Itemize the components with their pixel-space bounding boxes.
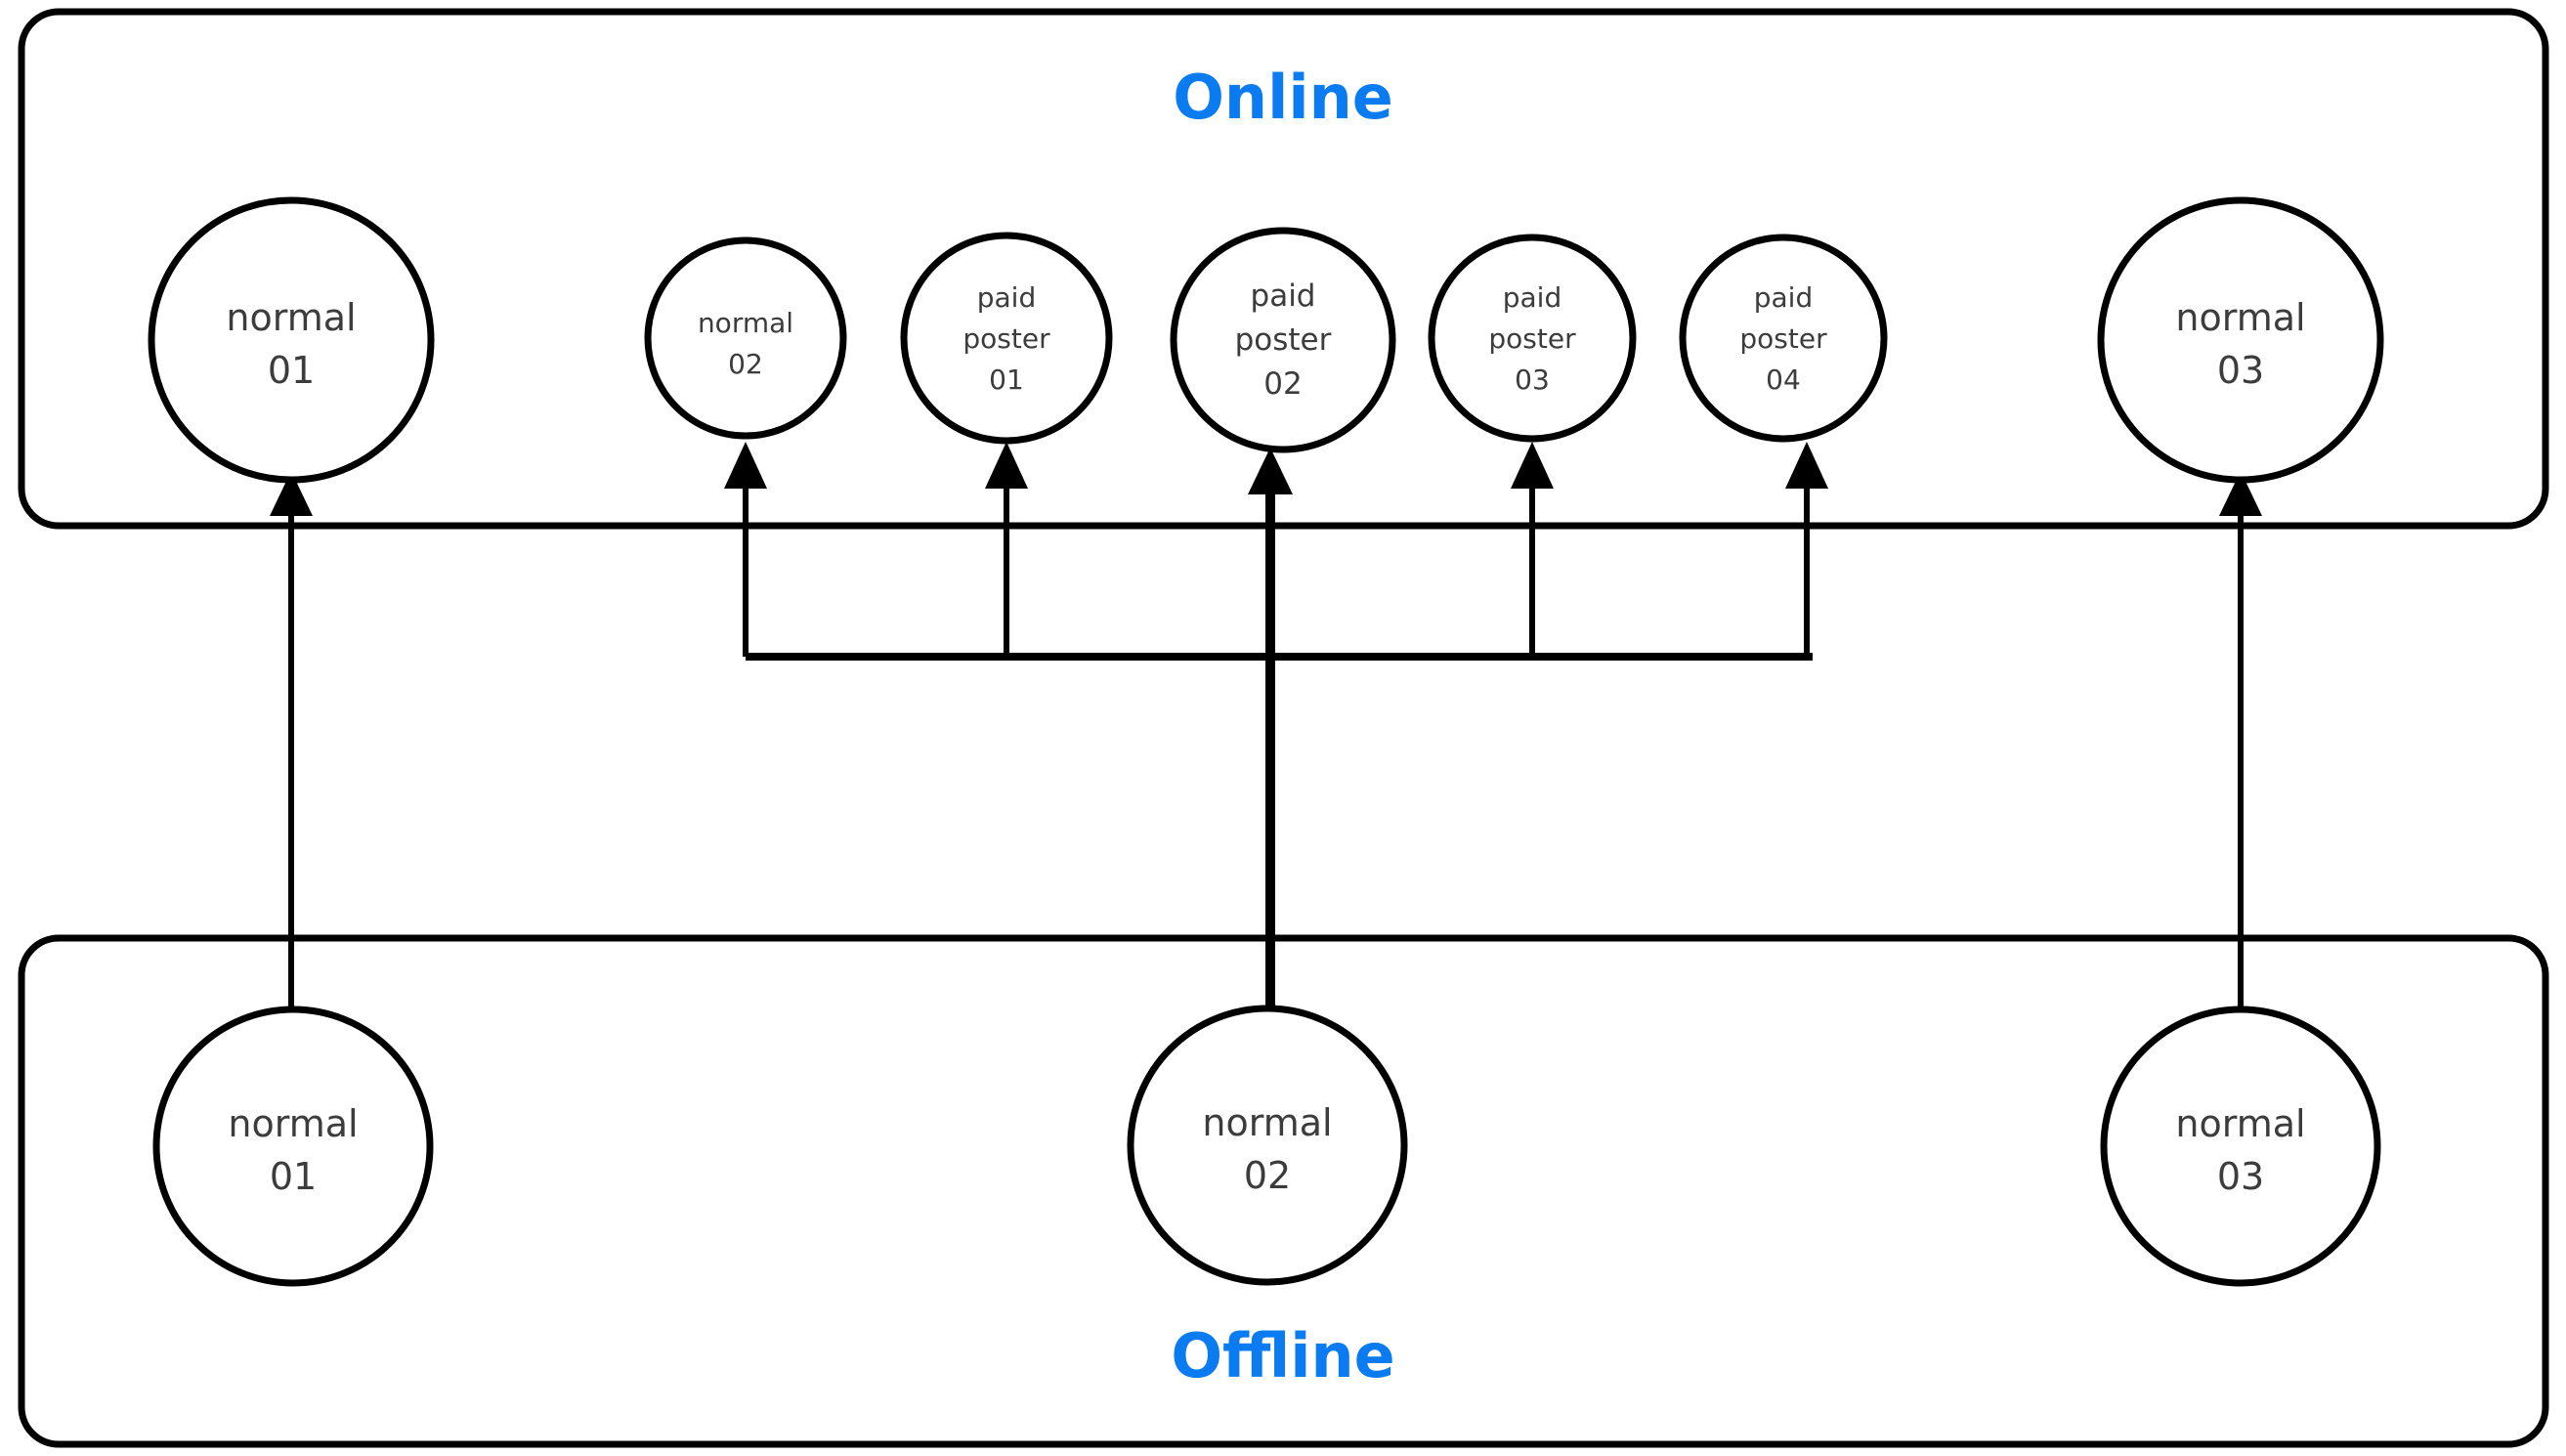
edge-layer xyxy=(270,442,2262,1009)
node-circle[interactable] xyxy=(2100,1006,2381,1287)
node-online-paid-poster-02[interactable]: paid poster 02 xyxy=(1170,227,1396,453)
node-label-line-2: 01 xyxy=(270,1155,317,1198)
node-circle[interactable] xyxy=(148,196,435,484)
node-circle[interactable] xyxy=(1127,1005,1408,1286)
node-circle[interactable] xyxy=(1170,227,1396,453)
offline-node-layer: normal 01 normal 02 normal 03 xyxy=(152,1005,2381,1287)
node-label-line-2: poster xyxy=(1488,322,1576,355)
arrow-head-icon xyxy=(270,471,313,516)
node-online-paid-poster-01[interactable]: paid poster 01 xyxy=(900,232,1113,445)
node-offline-normal-02[interactable]: normal 02 xyxy=(1127,1005,1408,1286)
node-label-line-2: 01 xyxy=(268,349,315,392)
arrow-head-icon xyxy=(1785,442,1828,489)
node-label-line-2: poster xyxy=(1235,322,1332,358)
node-online-paid-poster-04[interactable]: paid poster 04 xyxy=(1679,234,1888,443)
offline-group-title: Offline xyxy=(1171,1320,1394,1392)
node-label-line-1: normal xyxy=(228,1102,358,1145)
node-online-normal-02[interactable]: normal 02 xyxy=(644,236,847,440)
arrow-head-icon xyxy=(724,442,767,489)
arrow-head-icon xyxy=(985,442,1028,489)
node-label-line-2: poster xyxy=(1739,322,1827,355)
node-online-paid-poster-03[interactable]: paid poster 03 xyxy=(1428,234,1637,443)
node-online-normal-01[interactable]: normal 01 xyxy=(148,196,435,484)
node-label-line-3: 03 xyxy=(1515,364,1550,396)
node-circle[interactable] xyxy=(900,232,1113,445)
node-label-line-1: paid xyxy=(1503,281,1561,314)
node-label-line-2: 02 xyxy=(728,348,763,380)
node-label-line-1: normal xyxy=(698,307,793,339)
edge-offline-normal-02-to-online-paid-poster-04[interactable] xyxy=(1785,442,1828,657)
node-circle[interactable] xyxy=(644,236,847,440)
node-offline-normal-03[interactable]: normal 03 xyxy=(2100,1006,2381,1287)
node-label-line-1: normal xyxy=(2175,296,2305,339)
arrow-head-icon xyxy=(1511,442,1554,489)
edge-offline-normal-02-to-online-paid-poster-02[interactable] xyxy=(1248,448,1293,657)
node-label-line-1: paid xyxy=(1251,278,1316,314)
node-circle[interactable] xyxy=(152,1006,434,1287)
online-node-layer: normal 01 normal 02 paid poster 01 paid … xyxy=(148,196,2384,484)
edge-offline-normal-02-to-online-paid-poster-01[interactable] xyxy=(985,442,1028,657)
edge-offline-normal-02-to-online-paid-poster-03[interactable] xyxy=(1511,442,1554,657)
node-label-line-2: poster xyxy=(962,322,1050,355)
node-label-line-1: normal xyxy=(226,296,356,339)
node-label-line-1: paid xyxy=(977,281,1036,314)
edge-offline-normal-01-to-online-normal-01[interactable] xyxy=(270,471,313,1009)
node-label-line-2: 03 xyxy=(2217,1155,2264,1198)
node-circle[interactable] xyxy=(1679,234,1888,443)
node-label-line-2: 03 xyxy=(2217,349,2264,392)
online-group-title: Online xyxy=(1173,62,1393,133)
node-label-line-2: 02 xyxy=(1244,1154,1291,1197)
arrow-head-icon xyxy=(1248,448,1293,494)
node-online-normal-03[interactable]: normal 03 xyxy=(2097,196,2384,484)
node-circle[interactable] xyxy=(2097,196,2384,484)
node-label-line-3: 04 xyxy=(1766,364,1801,396)
edge-offline-normal-03-to-online-normal-03[interactable] xyxy=(2219,471,2262,1009)
node-label-line-1: normal xyxy=(2175,1102,2305,1145)
node-label-line-3: 01 xyxy=(989,364,1024,396)
edge-offline-normal-02-to-online-normal-02[interactable] xyxy=(724,442,767,657)
node-offline-normal-01[interactable]: normal 01 xyxy=(152,1006,434,1287)
node-label-line-1: normal xyxy=(1202,1101,1332,1144)
node-label-line-1: paid xyxy=(1754,281,1813,314)
arrow-head-icon xyxy=(2219,471,2262,516)
node-label-line-3: 02 xyxy=(1263,366,1302,402)
node-circle[interactable] xyxy=(1428,234,1637,443)
